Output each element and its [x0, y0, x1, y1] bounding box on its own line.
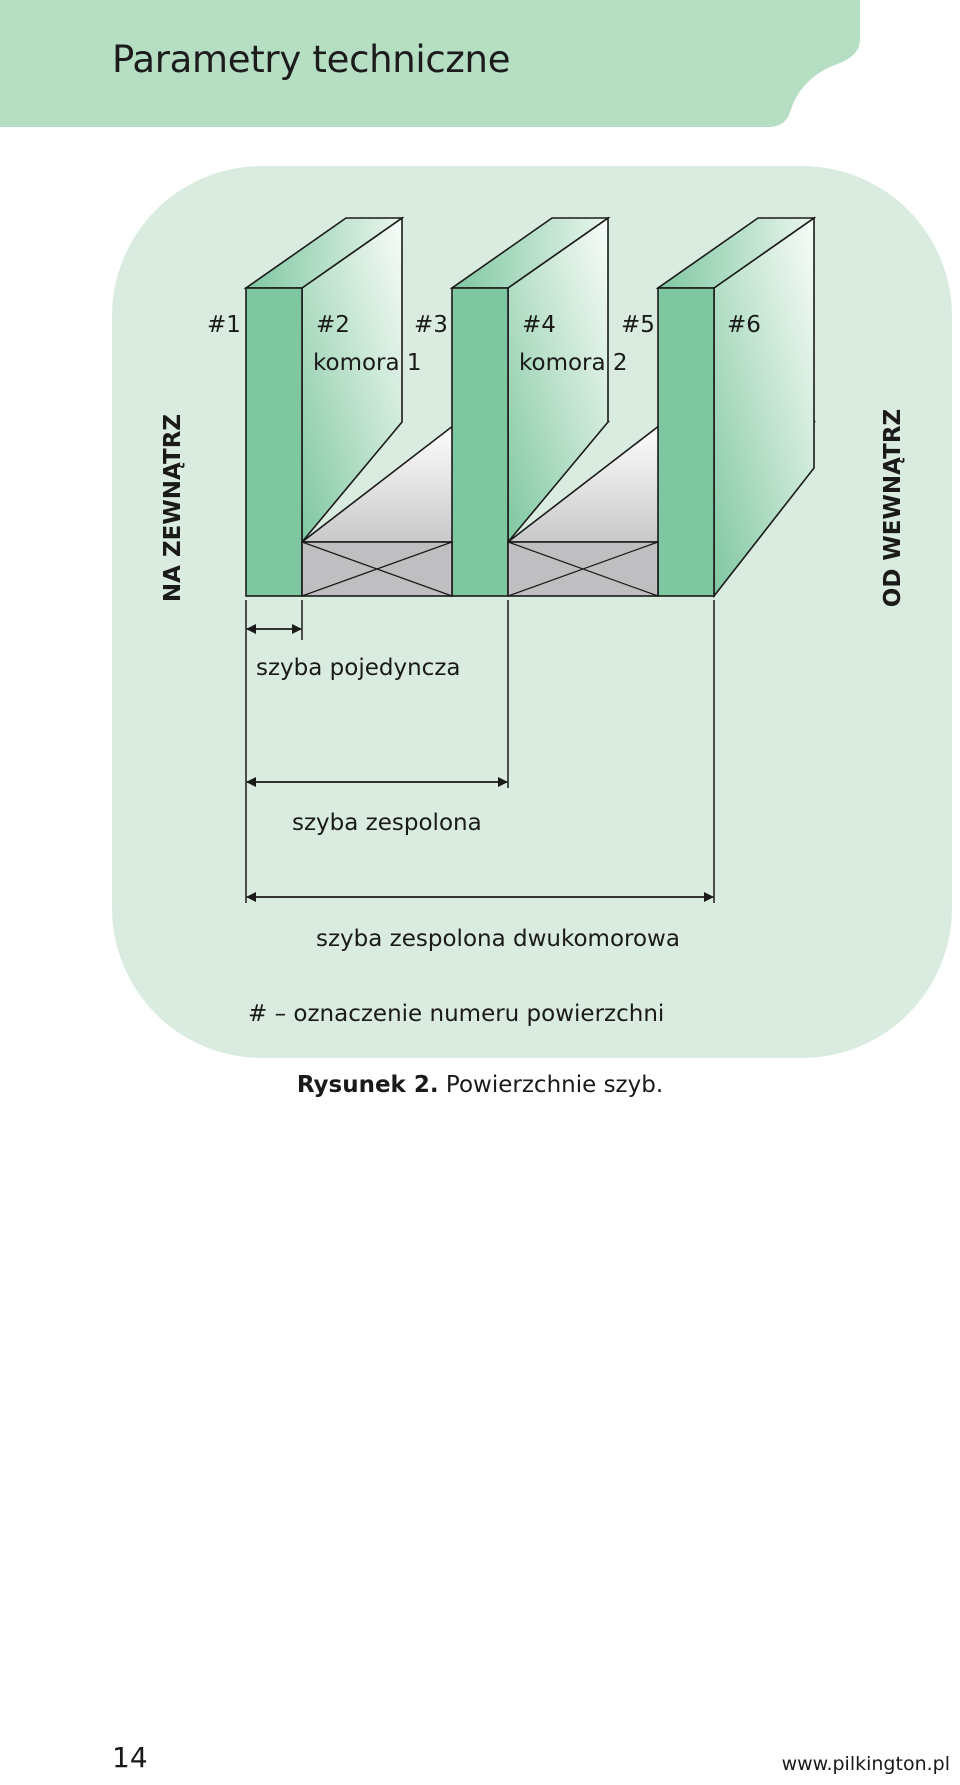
figure-caption: Rysunek 2. Powierzchnie szyb.	[0, 1072, 960, 1098]
glass-pane-1	[243, 216, 405, 597]
dimension-label-single: szyba pojedyncza	[256, 655, 460, 681]
page-number: 14	[112, 1741, 148, 1774]
surface-label-4: #4	[522, 312, 556, 338]
chamber-label-2: komora 2	[519, 350, 628, 376]
page-title: Parametry techniczne	[112, 38, 511, 81]
chamber-label-1: komora 1	[313, 350, 422, 376]
glass-pane-3	[655, 216, 817, 599]
dimension-label-triple: szyba zespolona dwukomorowa	[316, 926, 680, 952]
spacer-2	[507, 541, 659, 597]
dimension-label-double: szyba zespolona	[292, 810, 482, 836]
footer-url[interactable]: www.pilkington.pl	[781, 1753, 950, 1775]
glass-surfaces-diagram: #1 #2 #3 #4 #5 #6 komora 1 komora 2 NA Z…	[160, 216, 906, 1027]
surface-label-1: #1	[207, 312, 241, 338]
surface-label-2: #2	[316, 312, 350, 338]
glass-pane-2	[449, 216, 611, 597]
spacer-1	[301, 541, 453, 597]
header-band	[0, 0, 860, 127]
caption-label: Rysunek 2.	[296, 1072, 439, 1098]
surface-label-3: #3	[414, 312, 448, 338]
surface-label-6: #6	[727, 312, 761, 338]
surface-label-5: #5	[621, 312, 655, 338]
side-label-outside: NA ZEWNĄTRZ	[160, 414, 186, 602]
side-label-inside: OD WEWNĄTRZ	[880, 409, 906, 607]
surface-number-legend: # – oznaczenie numeru powierzchni	[248, 1001, 664, 1027]
caption-text: Powierzchnie szyb.	[445, 1072, 664, 1098]
